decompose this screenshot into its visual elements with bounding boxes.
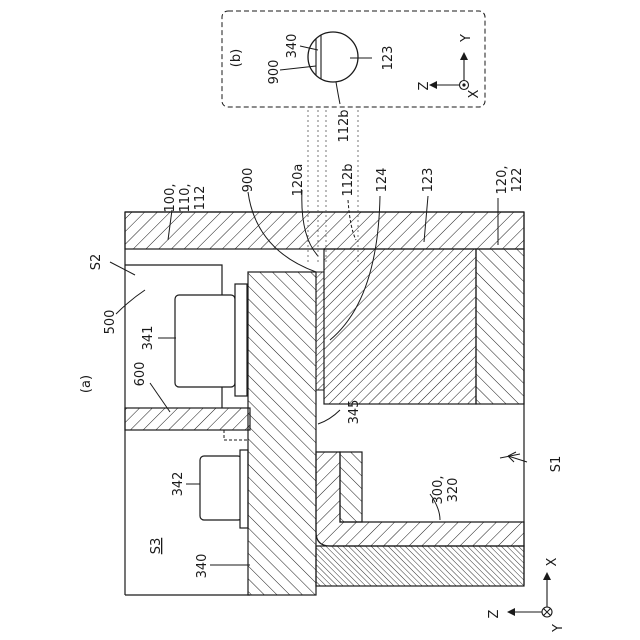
thermal-layer-900: [316, 272, 324, 390]
leader-345: [318, 410, 340, 424]
label-340: 340: [195, 554, 210, 579]
housing-wall-112: [125, 212, 524, 249]
base-plate: [316, 546, 524, 586]
inset-axis-x-dot: [462, 83, 465, 86]
dashed-hidden-feature: [224, 430, 248, 440]
label-300: 300,: [431, 476, 446, 505]
component-341: [175, 295, 235, 387]
inset-axis-x-label: X: [467, 89, 482, 98]
label-112: 112: [193, 186, 208, 211]
circuit-board-340: [248, 272, 316, 595]
main-axis-x-arrowhead: [543, 572, 551, 580]
main-axis-x-label: X: [545, 557, 560, 566]
main-axis-y-label: Y: [551, 624, 566, 633]
main-axis-z-label: Z: [487, 609, 502, 618]
panel-b-label: (b): [229, 49, 244, 67]
label-122: 122: [510, 168, 525, 193]
label-900: 900: [241, 168, 256, 193]
leader-500: [116, 290, 145, 314]
label-600: 600: [133, 362, 148, 387]
component-342: [200, 456, 242, 520]
label-100: 100,: [163, 184, 178, 213]
label-120: 120,: [495, 166, 510, 195]
label-320: 320: [446, 478, 461, 503]
component-342-base: [240, 450, 248, 528]
leader-s2: [110, 262, 135, 275]
component-341-base: [235, 284, 247, 396]
label-s3: S3: [149, 538, 164, 555]
label-345: 345: [347, 400, 362, 425]
main-axis-z-arrowhead: [507, 608, 515, 616]
bracket-320-pad: [340, 452, 362, 522]
inset-label-900: 900: [267, 60, 282, 85]
label-500: 500: [103, 310, 118, 335]
panel-a-label: (a): [79, 375, 94, 393]
label-112b: 112b: [341, 163, 356, 196]
label-110: 110,: [178, 184, 193, 213]
partition-wall-600: [125, 408, 250, 430]
inset-axis-y-label: Y: [459, 34, 474, 43]
inset-axis-z-label: Z: [417, 81, 432, 90]
inset-label-112b: 112b: [337, 109, 352, 142]
label-120a: 120a: [291, 164, 306, 197]
label-123: 123: [421, 168, 436, 193]
label-s1: S1: [549, 456, 564, 473]
block-123: [324, 249, 476, 404]
label-s2: S2: [89, 254, 104, 271]
block-122: [476, 249, 524, 404]
label-124: 124: [375, 168, 390, 193]
label-341: 341: [141, 326, 156, 351]
label-342: 342: [171, 472, 186, 497]
inset-label-340: 340: [285, 34, 300, 59]
inset-label-123: 123: [381, 46, 396, 71]
